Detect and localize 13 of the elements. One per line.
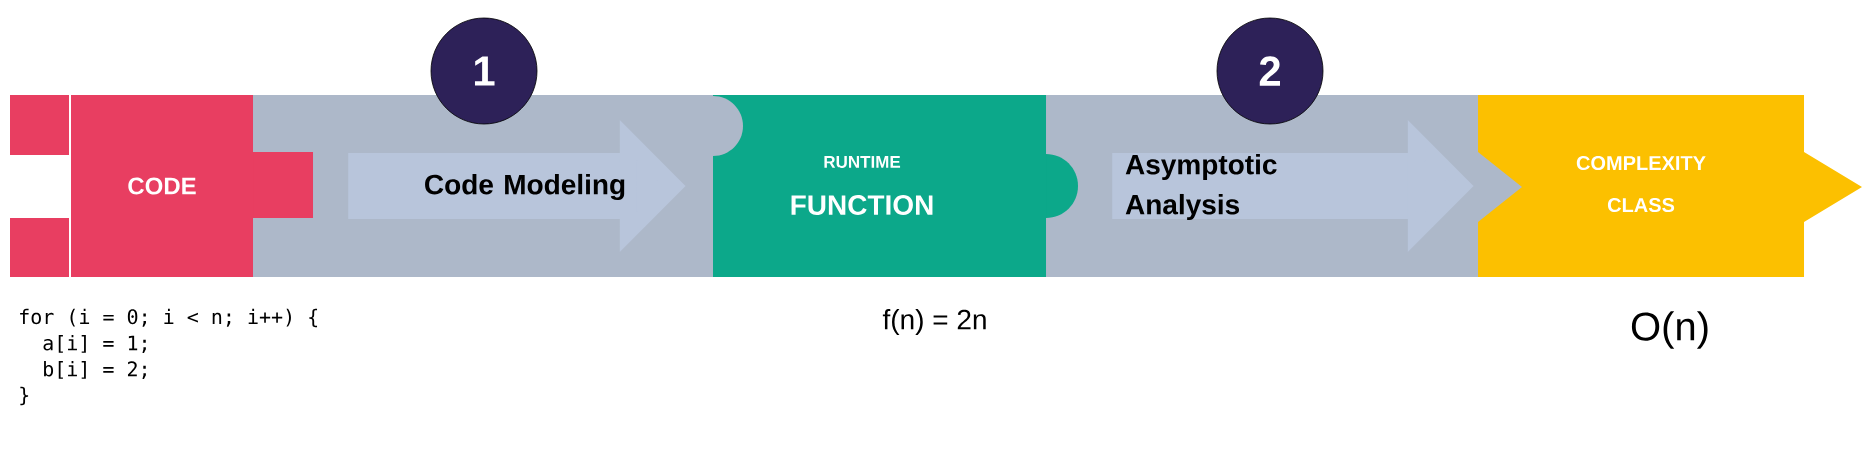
step-number: 1 xyxy=(430,17,538,125)
formula-text: f(n) = 2n xyxy=(882,308,986,336)
edge-label: Code Modeling xyxy=(425,173,625,201)
code-block: CODE xyxy=(10,95,313,277)
function-block: RUNTIME FUNCTION xyxy=(713,95,1078,277)
step-number: 2 xyxy=(1216,17,1324,125)
class-block: COMPLEXITY CLASS xyxy=(1478,95,1862,277)
formula-text: O(n) xyxy=(1631,311,1708,349)
code-line: a[i] = 1; xyxy=(43,335,146,353)
code-line: } xyxy=(20,386,29,406)
edge-label: Asymptotic Analysis xyxy=(1125,153,1277,221)
code-line: for (i = 0; i < n; i++) { xyxy=(20,308,318,328)
code-line: b[i] = 2; xyxy=(44,361,146,379)
